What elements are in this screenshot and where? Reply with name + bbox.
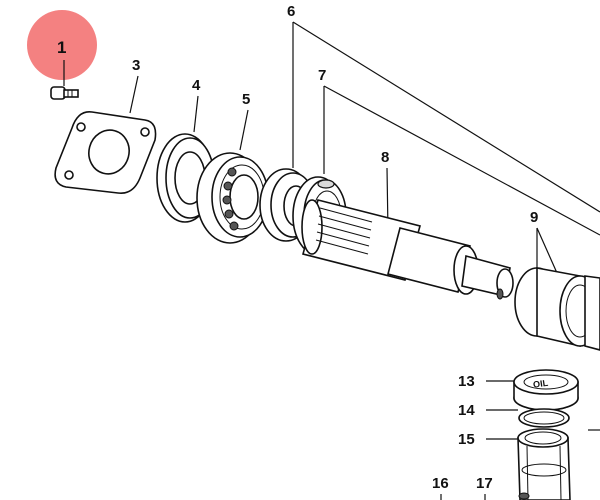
leader-7b — [323, 85, 600, 236]
part-9-gear-set[interactable] — [514, 267, 600, 351]
leader-5 — [239, 109, 249, 151]
callout-3: 3 — [132, 57, 140, 74]
callout-9: 9 — [530, 209, 538, 226]
highlight-marker[interactable] — [27, 10, 97, 80]
leader-3 — [129, 75, 139, 114]
part-17-fitting[interactable] — [518, 492, 530, 500]
callout-8: 8 — [381, 149, 389, 166]
part-13-oil-cap[interactable]: OIL — [513, 369, 579, 411]
callout-13: 13 — [458, 373, 475, 390]
callout-7: 7 — [318, 67, 326, 84]
callout-15: 15 — [458, 431, 475, 448]
callout-17: 17 — [476, 475, 493, 492]
callout-14: 14 — [458, 402, 475, 419]
part-14-o-ring[interactable] — [518, 408, 570, 428]
callout-5: 5 — [242, 91, 250, 108]
part-15-filler-neck[interactable] — [517, 428, 571, 500]
oil-cap-text: OIL — [532, 378, 549, 390]
leader-6b — [292, 21, 600, 213]
part-3-flange-plate[interactable] — [54, 111, 157, 195]
callout-1: 1 — [57, 38, 66, 57]
part-1-screw[interactable] — [50, 86, 79, 100]
leader-4 — [193, 95, 199, 133]
callout-6: 6 — [287, 3, 295, 20]
callout-4: 4 — [192, 77, 201, 94]
part-5-ball-bearing[interactable] — [196, 152, 269, 244]
part-8-splined-shaft[interactable] — [301, 199, 514, 300]
callout-16: 16 — [432, 475, 449, 492]
